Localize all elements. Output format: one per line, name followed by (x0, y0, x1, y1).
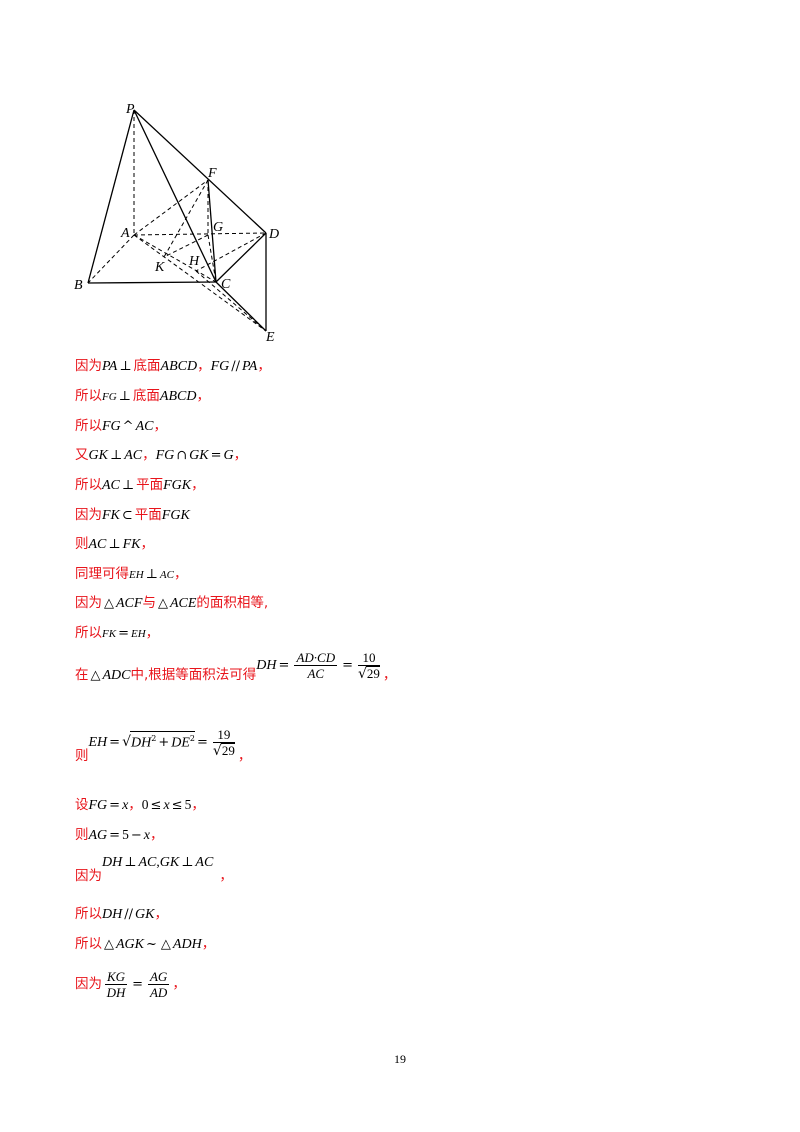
edge-ad (133, 232, 267, 236)
edge-fk (163, 179, 209, 258)
label-d: D (268, 227, 279, 242)
solution-line-16: 所以DH//GK， (75, 906, 168, 922)
label-c: C (221, 277, 231, 292)
solution-line-12: 则EH=√DH2+DE2=19√29， (75, 726, 252, 765)
edge-cd (215, 232, 267, 283)
label-b: B (74, 278, 83, 293)
edge-af (133, 179, 209, 236)
edge-ce (215, 281, 267, 332)
solution-line-4: 又GK⊥AC，FG∩GK=G， (75, 447, 248, 463)
fraction-19-over-sqrt29: 19√29 (212, 726, 235, 759)
solution-line-7: 则AC⊥FK， (75, 536, 155, 552)
label-h: H (188, 254, 200, 269)
edge-dh (195, 232, 267, 272)
edge-pb (87, 109, 135, 284)
edge-bc (87, 281, 217, 284)
solution-line-5: 所以AC⊥平面FGK， (75, 477, 205, 493)
edge-pc (133, 109, 217, 283)
edge-ae (133, 234, 267, 332)
label-p: P (125, 102, 135, 117)
sqrt-dh2-de2: DH2+DE2 (130, 730, 195, 751)
page-number: 19 (394, 1052, 406, 1066)
pyramid-figure: P F A G D K H B C E (74, 102, 279, 345)
solution-line-2: 所以FG⊥底面ABCD， (75, 388, 210, 404)
edge-gc (207, 234, 217, 283)
solution-line-3: 所以FG^AC， (75, 418, 167, 434)
edge-ac (133, 234, 217, 283)
solution-line-6: 因为FK⊂平面FGK (75, 507, 190, 523)
solution-line-8: 同理可得EH⊥AC， (75, 566, 188, 582)
label-g: G (213, 220, 223, 235)
solution-line-1: 因为PA⊥底面ABCD，FG//PA， (75, 358, 271, 374)
label-f: F (207, 166, 217, 181)
fraction-10-over-sqrt29: 10√29 (357, 649, 380, 682)
solution-line-17: 所以△AGK~△ADH， (75, 936, 216, 952)
label-k: K (154, 260, 165, 275)
edge-pd (133, 109, 267, 234)
edge-he (195, 270, 267, 332)
solution-line-14: 则AG=5−x， (75, 827, 164, 843)
solution-line-10: 所以FK=EH， (75, 625, 160, 641)
label-a: A (120, 226, 130, 241)
solution-line-13: 设FG=x，0≤x≤5， (75, 797, 205, 813)
solution-line-15: 因为DH⊥AC,GK⊥AC， (75, 854, 233, 884)
edge-fc (207, 179, 217, 283)
solution-line-9: 因为△ACF与△ACE的面积相等, (75, 595, 269, 611)
edge-gk (163, 234, 209, 258)
label-e: E (265, 330, 275, 345)
